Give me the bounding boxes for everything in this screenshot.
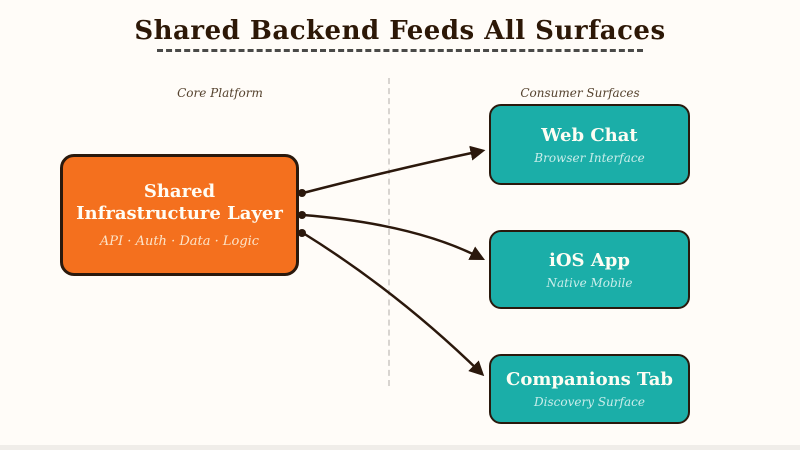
diagram-title: Shared Backend Feeds All Surfaces xyxy=(134,16,666,46)
consumer-surfaces-label: Consumer Surfaces xyxy=(520,86,640,100)
node-title-line2: Infrastructure Layer xyxy=(76,203,283,224)
node-title-line1: Shared xyxy=(143,181,216,203)
column-divider-dashed-line xyxy=(388,78,390,386)
arrow-origin-dot xyxy=(298,229,306,237)
node-web-chat-subtitle: Browser Interface xyxy=(534,150,645,165)
core-platform-label: Core Platform xyxy=(177,86,263,100)
node-web-chat: Web Chat Browser Interface xyxy=(489,104,690,185)
node-shared-infrastructure: Shared Infrastructure Layer API · Auth ·… xyxy=(60,154,299,276)
arrow-origin-dot xyxy=(298,189,306,197)
node-ios-app-title: iOS App xyxy=(549,249,630,271)
title-underline-dashed xyxy=(157,49,643,52)
arrow-to-web-chat xyxy=(301,145,486,195)
node-web-chat-title: Web Chat xyxy=(541,124,638,146)
node-ios-app: iOS App Native Mobile xyxy=(489,230,690,309)
bottom-edge-strip xyxy=(0,445,800,450)
arrow-to-companions-tab xyxy=(301,231,485,377)
node-shared-infrastructure-subtitle: API · Auth · Data · Logic xyxy=(99,233,260,249)
arrow-to-ios-app xyxy=(301,213,486,261)
node-companions-tab: Companions Tab Discovery Surface xyxy=(489,354,690,424)
arrow-origin-dot xyxy=(298,211,306,219)
node-companions-tab-title: Companions Tab xyxy=(506,369,673,390)
node-companions-tab-subtitle: Discovery Surface xyxy=(534,395,645,409)
node-ios-app-subtitle: Native Mobile xyxy=(546,275,633,290)
node-shared-infrastructure-title: Shared Infrastructure Layer xyxy=(76,181,283,224)
